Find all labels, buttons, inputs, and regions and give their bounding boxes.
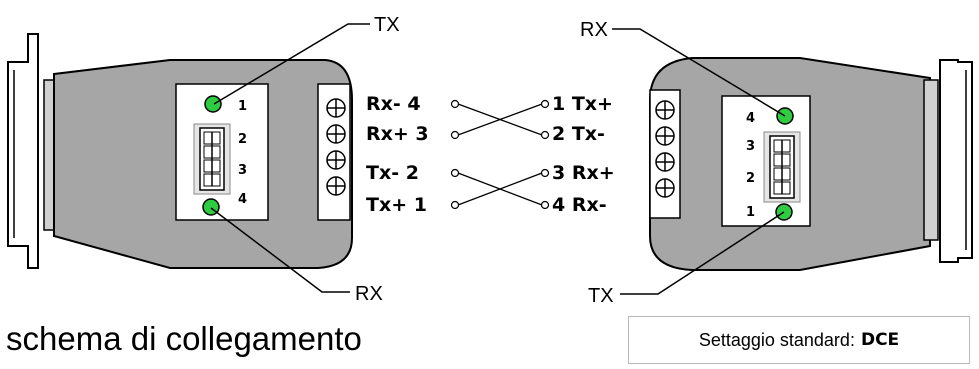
left-node-4 — [450, 99, 460, 109]
right-dip-label-4: 4 — [746, 111, 755, 126]
left-tx-callout: TX — [374, 14, 400, 36]
right-dip-label-2: 2 — [746, 171, 755, 186]
left-db-connector — [7, 33, 39, 269]
left-terminal-rx-minus: Rx- 4 — [366, 93, 421, 115]
right-node-4 — [540, 200, 550, 210]
right-dip-label-3: 3 — [746, 139, 755, 154]
left-terminal-block — [317, 83, 351, 221]
left-rx-callout: RX — [355, 283, 383, 305]
left-tx-led — [204, 95, 222, 113]
right-terminal-block — [649, 89, 681, 219]
right-terminal-rx-plus: 3 Rx+ — [552, 162, 615, 184]
right-rx-callout: RX — [580, 19, 608, 41]
right-tx-callout: TX — [588, 285, 614, 307]
right-tx-leader — [620, 211, 785, 295]
right-db-connector — [939, 59, 973, 263]
settings-value: DCE — [860, 330, 900, 350]
right-dip-switch — [763, 131, 801, 203]
left-dip-label-3: 3 — [238, 163, 247, 178]
left-dip-label-2: 2 — [238, 132, 247, 147]
right-terminal-tx-plus: 1 Tx+ — [552, 93, 613, 115]
right-rx-leader — [612, 28, 786, 117]
left-tx-leader — [213, 23, 370, 105]
left-adapter: 1 2 3 4 TX RX — [7, 14, 400, 305]
right-adapter: 4 3 2 1 RX TX — [580, 19, 973, 307]
left-dip-label-4: 4 — [238, 192, 247, 207]
left-terminal-tx-plus: Tx+ 1 — [366, 194, 427, 216]
right-dip-label-1: 1 — [746, 205, 755, 220]
wiring-area: Rx- 4 Rx+ 3 Tx- 2 Tx+ 1 1 Tx+ 2 Tx- 3 Rx… — [366, 93, 615, 216]
right-terminal-tx-minus: 2 Tx- — [552, 123, 605, 145]
diagram-caption: schema di collegamento — [6, 320, 362, 357]
right-terminal-rx-minus: 4 Rx- — [552, 194, 607, 216]
settings-box: Settaggio standard: DCE — [628, 316, 970, 364]
left-terminal-tx-minus: Tx- 2 — [366, 162, 419, 184]
settings-label: Settaggio standard: — [698, 329, 855, 350]
left-node-1 — [450, 200, 460, 210]
left-node-2 — [450, 168, 460, 178]
left-terminal-rx-plus: Rx+ 3 — [366, 123, 429, 145]
left-node-3 — [450, 130, 460, 140]
left-dip-switch — [193, 123, 231, 195]
left-rx-leader — [210, 207, 350, 293]
wire-tx-plus-to-rx-plus — [457, 172, 543, 206]
wire-rx-plus-to-tx-plus — [457, 103, 543, 136]
right-node-3 — [540, 168, 550, 178]
left-dip-label-1: 1 — [238, 99, 247, 114]
right-node-1 — [540, 99, 550, 109]
right-node-2 — [540, 130, 550, 140]
